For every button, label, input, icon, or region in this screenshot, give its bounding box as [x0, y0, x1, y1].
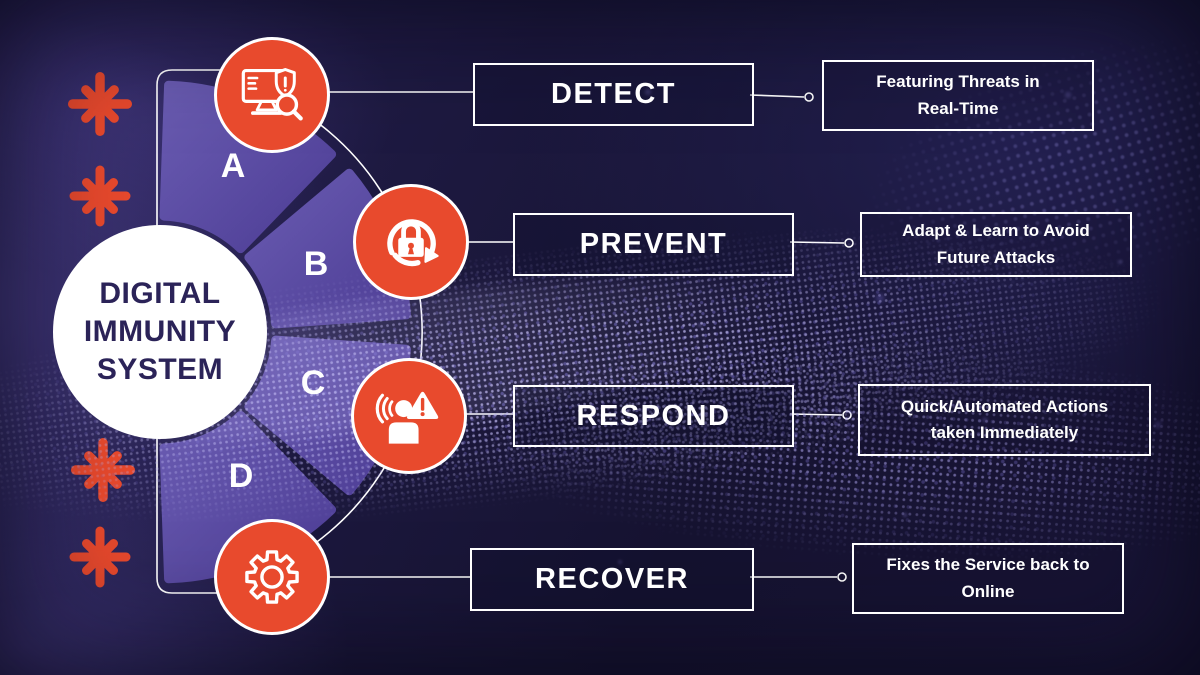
gear-icon — [245, 550, 299, 604]
connector-line-respond-desc — [789, 413, 843, 416]
hub-title-line: SYSTEM — [96, 353, 224, 387]
description-line: Featuring Threats in — [876, 72, 1040, 92]
description-line: Quick/Automated Actions — [900, 396, 1109, 416]
description-line: taken Immediately — [930, 423, 1079, 442]
stage-label-respond: RESPOND — [576, 399, 731, 432]
stage-label-detect: DETECT — [551, 78, 676, 110]
description-line: Future Attacks — [936, 247, 1056, 267]
stage-box-detect: DETECT — [473, 63, 754, 126]
hub-title-line: IMMUNITY — [83, 314, 237, 348]
hub-title-line: DIGITAL — [99, 276, 221, 310]
alert-person-icon — [375, 391, 439, 444]
description-box-respond: Quick/Automated Actions taken Immediatel… — [858, 384, 1151, 456]
stage-box-recover: RECOVER — [470, 548, 754, 611]
segment-letter-a: A — [220, 147, 246, 185]
connector-lines — [329, 91, 854, 582]
description-box-prevent: Adapt & Learn to Avoid Future Attacks — [860, 212, 1132, 277]
starburst-icon — [76, 443, 131, 498]
connector-line-prevent-desc — [789, 241, 845, 244]
description-line: Adapt & Learn to Avoid — [902, 221, 1090, 241]
starburst-icon — [73, 77, 128, 132]
segment-letter-c: C — [300, 364, 326, 402]
stage-label-prevent: PREVENT — [579, 228, 728, 260]
connector-line-detect-desc — [749, 94, 805, 98]
connector-endpoint-dot — [842, 410, 852, 420]
description-box-detect: Featuring Threats in Real-Time — [822, 60, 1094, 131]
description-line: Online — [961, 581, 1015, 601]
segment-letter-d: D — [228, 457, 254, 495]
starburst-icon — [74, 170, 126, 222]
stage-box-prevent: PREVENT — [513, 213, 794, 276]
respond-medallion — [351, 358, 467, 474]
connector-endpoint-dot — [804, 92, 814, 102]
prevent-medallion — [353, 184, 469, 300]
lock-refresh-icon — [387, 219, 439, 267]
description-line: Fixes the Service back to — [886, 555, 1090, 575]
starburst-icon — [74, 531, 126, 583]
description-box-recover: Fixes the Service back to Online — [852, 543, 1124, 614]
connector-endpoint-dot — [837, 572, 847, 582]
description-line: Real-Time — [917, 98, 999, 118]
hub-title-circle: DIGITAL IMMUNITY SYSTEM — [53, 225, 267, 439]
arc-line — [266, 91, 423, 573]
connector-endpoint-dot — [844, 238, 854, 248]
stage-label-recover: RECOVER — [535, 563, 689, 595]
stage-box-respond: RESPOND — [513, 385, 794, 447]
recover-medallion — [214, 519, 330, 635]
monitor-shield-magnifier-icon — [241, 68, 303, 121]
segment-letter-b: B — [303, 245, 329, 283]
detect-medallion — [214, 37, 330, 153]
